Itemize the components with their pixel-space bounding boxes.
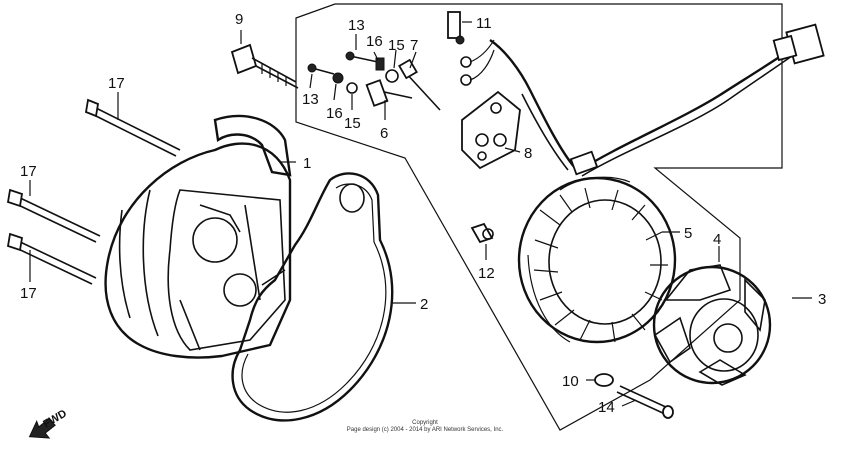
label-9: 9: [235, 11, 243, 28]
label-11: 11: [476, 15, 492, 32]
label-13-top: 13: [348, 17, 365, 34]
stator-harness: [489, 39, 793, 177]
label-5: 5: [684, 225, 692, 242]
bolt-14: [616, 385, 674, 419]
terminal: [447, 11, 495, 86]
copyright-line-1: Copyright: [412, 420, 438, 426]
label-13-bottom: 13: [302, 91, 319, 108]
label-15-bottom: 15: [344, 115, 361, 132]
screw-12: [470, 222, 494, 244]
label-12: 12: [478, 265, 495, 282]
label-4: 4: [713, 231, 721, 248]
label-2: 2: [420, 296, 428, 313]
forward-arrow-icon: FWD: [28, 408, 69, 439]
label-16-bottom: 16: [326, 105, 343, 122]
fwd-label: FWD: [41, 408, 69, 431]
label-17-b: 17: [20, 163, 37, 180]
label-17-a: 17: [108, 75, 125, 92]
copyright-line-2: Page design (c) 2004 - 2014 by ARI Netwo…: [347, 427, 504, 433]
rotor: [652, 264, 772, 386]
label-17-c: 17: [20, 285, 37, 302]
small-hardware: [307, 51, 441, 111]
harness-connector: [772, 23, 825, 65]
label-10: 10: [562, 373, 579, 390]
brush-plate: [461, 90, 521, 170]
assembly-boundary: [295, 3, 783, 431]
label-15-top: 15: [388, 37, 405, 54]
label-16-top: 16: [366, 33, 383, 50]
label-14: 14: [598, 399, 615, 416]
cover-housing: [104, 114, 292, 359]
stator: [517, 176, 677, 344]
label-1: 1: [303, 155, 311, 172]
label-6: 6: [380, 125, 388, 142]
washer-10: [594, 373, 614, 387]
bolt-9: [230, 43, 299, 89]
label-8: 8: [524, 145, 532, 162]
long-bolts-17: [6, 98, 181, 285]
cover-gasket: [231, 172, 394, 422]
label-7: 7: [410, 37, 418, 54]
label-3: 3: [818, 291, 826, 308]
leader-lines: [29, 21, 812, 407]
